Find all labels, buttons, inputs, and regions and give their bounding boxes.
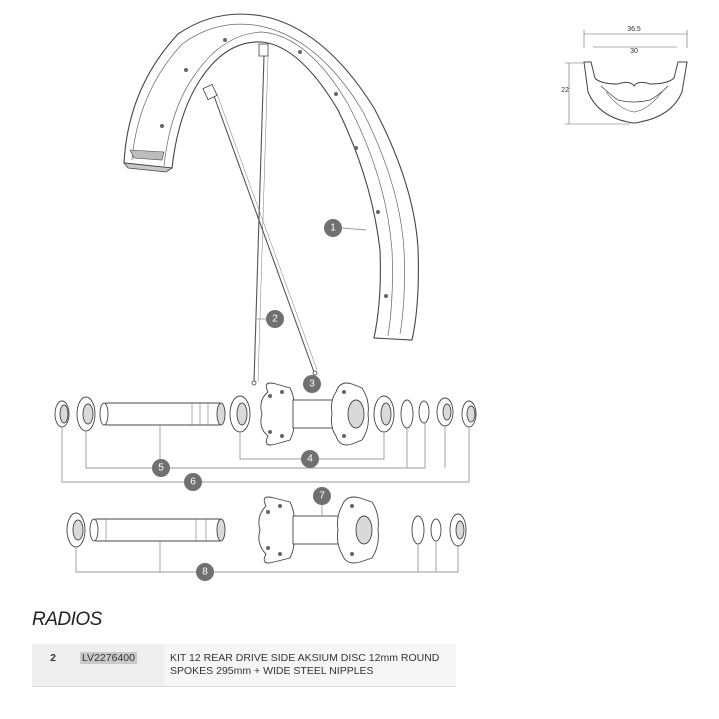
callout-3: 3 bbox=[303, 375, 321, 393]
lower-hub-assembly bbox=[66, 496, 467, 573]
callout-1: 1 bbox=[324, 219, 342, 237]
part-number-cell: 2 bbox=[32, 644, 74, 687]
callout-4: 4 bbox=[301, 450, 319, 468]
svg-text:1: 1 bbox=[330, 223, 336, 234]
callout-8: 8 bbox=[196, 563, 214, 581]
parts-table: 2 LV2276400 KIT 12 REAR DRIVE SIDE AKSIU… bbox=[32, 644, 456, 687]
rim-profile-cross-section: 36.5 30 22 bbox=[561, 26, 688, 125]
reference-cell: LV2276400 bbox=[74, 644, 164, 687]
svg-text:7: 7 bbox=[319, 491, 325, 502]
table-row: 2 LV2276400 KIT 12 REAR DRIVE SIDE AKSIU… bbox=[32, 644, 456, 687]
spokes bbox=[202, 43, 318, 386]
svg-text:5: 5 bbox=[158, 463, 164, 474]
reference-code: LV2276400 bbox=[80, 652, 137, 664]
callout-5: 5 bbox=[152, 459, 170, 477]
svg-text:3: 3 bbox=[309, 379, 315, 390]
svg-text:2: 2 bbox=[272, 314, 278, 325]
callout-7: 7 bbox=[313, 487, 331, 505]
outer-width-label: 36.5 bbox=[627, 26, 641, 33]
section-title: RADIOS bbox=[32, 609, 102, 630]
callout-2: 2 bbox=[266, 310, 284, 328]
upper-hub-assembly bbox=[54, 382, 477, 483]
inner-width-label: 30 bbox=[630, 48, 638, 55]
svg-text:8: 8 bbox=[202, 567, 208, 578]
description-cell: KIT 12 REAR DRIVE SIDE AKSIUM DISC 12mm … bbox=[164, 644, 456, 687]
height-label: 22 bbox=[561, 87, 569, 94]
rim bbox=[123, 13, 419, 341]
rim-profile-shape bbox=[583, 61, 688, 124]
svg-text:6: 6 bbox=[190, 477, 196, 488]
callout-6: 6 bbox=[184, 473, 202, 491]
exploded-wheel-diagram: 36.5 30 22 1 bbox=[54, 13, 688, 581]
svg-text:4: 4 bbox=[307, 454, 313, 465]
